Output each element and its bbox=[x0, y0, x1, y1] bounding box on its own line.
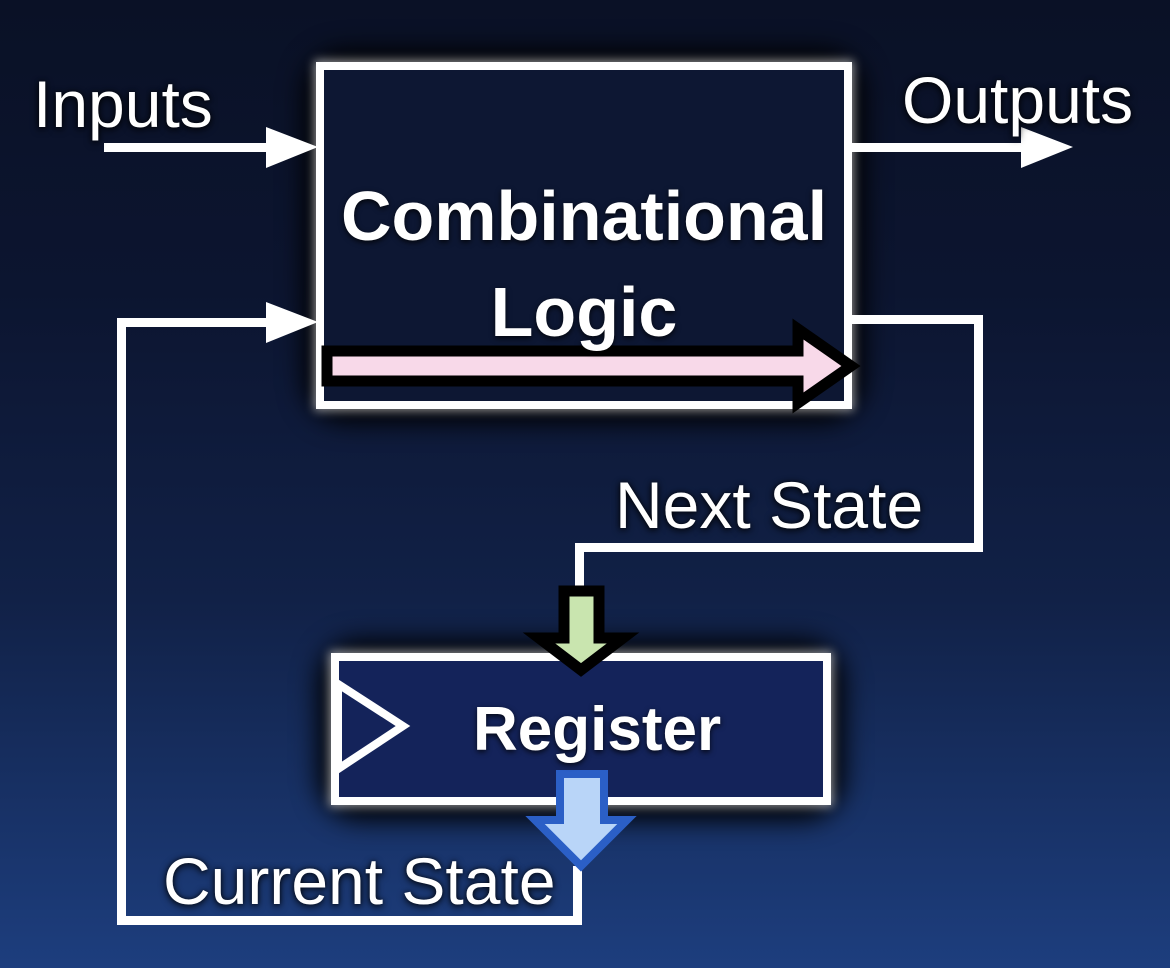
current-state-label: Current State bbox=[163, 844, 556, 918]
inputs-arrowhead-icon bbox=[266, 127, 318, 168]
inputs-label: Inputs bbox=[33, 67, 213, 141]
data-flow-arrow-icon bbox=[321, 318, 861, 414]
current-state-arrow-icon bbox=[525, 770, 637, 872]
next-state-arrow-icon bbox=[522, 585, 640, 677]
wire-inputs bbox=[104, 143, 266, 152]
register-title: Register bbox=[473, 695, 722, 764]
wire-next-state-drop bbox=[575, 543, 584, 591]
wire-next-state-right bbox=[974, 315, 983, 552]
wire-feedback-bottom bbox=[117, 916, 582, 925]
feedback-arrowhead-icon bbox=[266, 302, 318, 343]
outputs-arrowhead-icon bbox=[1021, 127, 1073, 168]
wire-outputs bbox=[850, 143, 1022, 152]
wire-feedback-left bbox=[117, 318, 126, 925]
combinational-logic-title-line2: Logic bbox=[490, 273, 678, 351]
clock-edge-icon bbox=[334, 676, 411, 777]
outputs-label: Outputs bbox=[902, 63, 1134, 137]
wire-feedback-top bbox=[117, 318, 267, 327]
wire-next-state-top bbox=[850, 315, 983, 324]
next-state-label: Next State bbox=[615, 468, 924, 542]
combinational-logic-title: Combinational Logic bbox=[316, 168, 852, 360]
wire-current-state-drop bbox=[573, 866, 582, 925]
combinational-logic-title-line1: Combinational bbox=[340, 177, 828, 255]
wire-next-state-bottom bbox=[579, 543, 983, 552]
